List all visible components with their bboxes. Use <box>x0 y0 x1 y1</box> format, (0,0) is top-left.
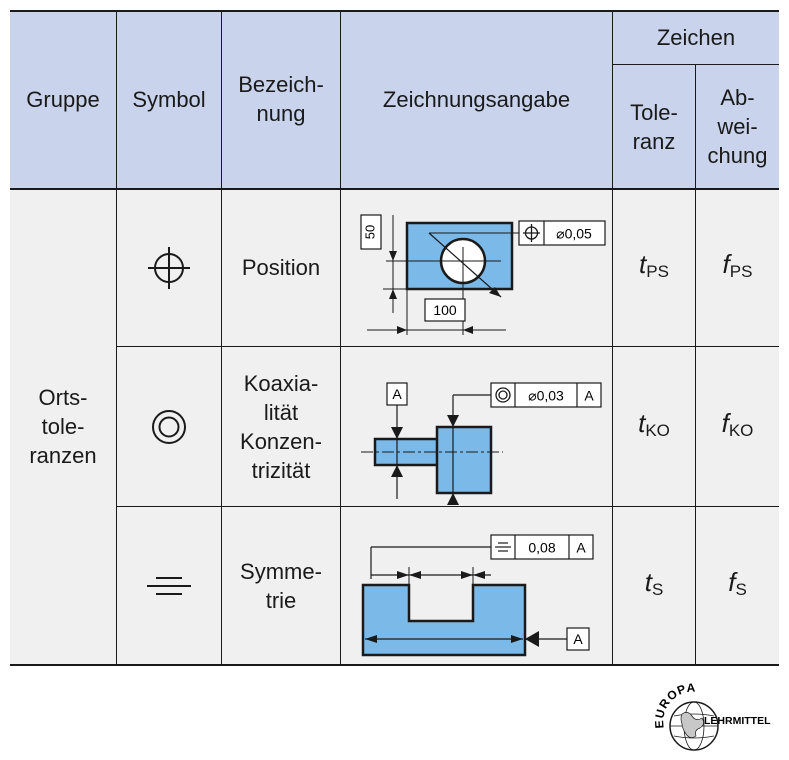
table-bottom-border <box>10 664 779 666</box>
concentricity-icon <box>152 409 186 444</box>
header-divider <box>10 188 779 190</box>
name-cell: Koaxia- lität Konzen- trizität <box>222 347 340 506</box>
logo-right-text: LEHRMITTEL <box>704 715 771 727</box>
symbol-cell <box>117 507 221 664</box>
position-icon <box>523 224 540 242</box>
position-icon <box>148 246 190 289</box>
tol-frame-datum: A <box>584 388 594 404</box>
deviation-symbol: fPS <box>696 189 779 346</box>
concentricity-icon <box>495 387 511 403</box>
row-divider <box>117 506 779 507</box>
col-divider <box>116 10 117 666</box>
tolerance-symbol: tKO <box>613 347 695 506</box>
symmetry-icon <box>495 542 511 552</box>
tol-frame-value: ⌀0,03 <box>528 388 564 404</box>
symbol-cell <box>117 189 221 346</box>
table-top-border <box>10 10 779 12</box>
symmetry-icon <box>147 576 191 595</box>
col-divider <box>221 10 222 666</box>
drawing-cell: 50 100 ⌀0,05 <box>341 189 612 346</box>
tolerance-table: Gruppe Symbol Bezeich- nung Zeichnungsan… <box>10 10 779 666</box>
header-zeichen: Zeichen <box>613 10 779 64</box>
header-zeichnungsangabe: Zeichnungsangabe <box>341 10 612 188</box>
name-cell: Position <box>222 189 340 346</box>
deviation-symbol: fKO <box>696 347 779 506</box>
drawing-cell: A ⌀0,03 A <box>341 347 612 506</box>
drawing-cell: A 0,08 A <box>341 507 612 664</box>
header-gruppe: Gruppe <box>10 10 116 188</box>
header-symbol: Symbol <box>117 10 221 188</box>
col-divider <box>612 10 613 666</box>
position-drawing: 50 100 ⌀0,05 <box>360 214 606 335</box>
zeichen-divider <box>613 64 779 65</box>
datum-label: A <box>392 386 402 402</box>
tol-frame-datum: A <box>576 540 586 556</box>
dim-100: 100 <box>433 302 457 318</box>
deviation-symbol: fS <box>696 507 779 664</box>
tolerance-symbol: tS <box>613 507 695 664</box>
header-bezeichnung: Bezeich- nung <box>222 10 340 188</box>
symbol-cell <box>117 347 221 506</box>
name-cell: Symme- trie <box>222 507 340 664</box>
row-divider <box>117 346 779 347</box>
col-divider <box>695 64 696 666</box>
group-label: Orts- tole- ranzen <box>10 189 116 664</box>
tol-frame-value: ⌀0,05 <box>556 226 592 242</box>
europa-lehrmittel-logo: EUROPA LEHRMITTEL <box>654 680 771 751</box>
header-abweichung: Ab- wei- chung <box>696 65 779 188</box>
concentricity-drawing: A ⌀0,03 A <box>361 382 602 505</box>
symmetry-drawing: A 0,08 A <box>361 534 594 657</box>
dim-50: 50 <box>362 225 377 239</box>
datum-label: A <box>573 631 583 647</box>
tol-frame-value: 0,08 <box>528 540 555 556</box>
tolerance-symbol: tPS <box>613 189 695 346</box>
col-divider <box>340 10 341 666</box>
header-toleranz: Tole- ranz <box>613 65 695 188</box>
